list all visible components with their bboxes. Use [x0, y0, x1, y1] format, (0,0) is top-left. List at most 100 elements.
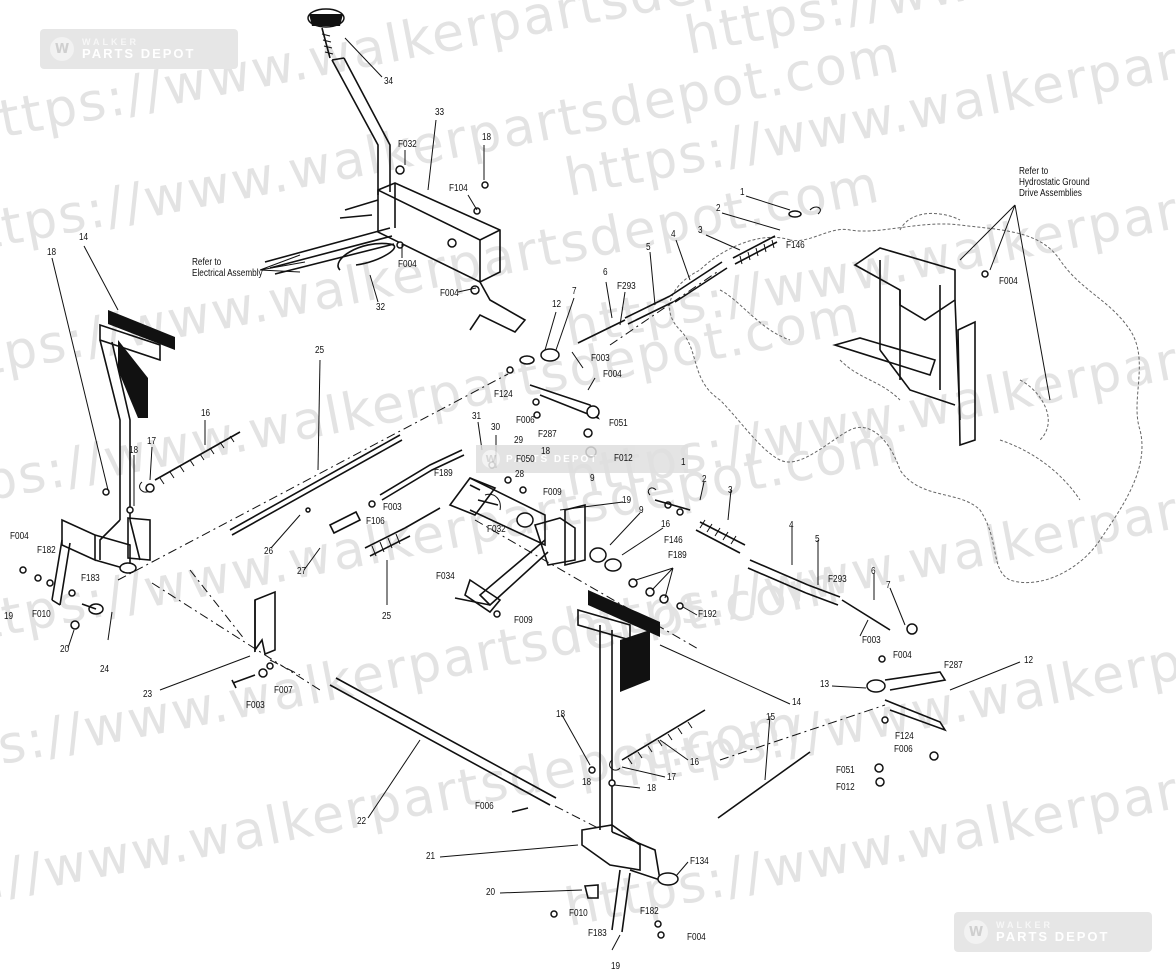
part-callout: F124 — [895, 731, 914, 742]
part-callout: 7 — [572, 286, 577, 297]
part-callout: F287 — [538, 429, 557, 440]
part-callout: F293 — [828, 574, 847, 585]
part-callout: 25 — [315, 345, 325, 356]
part-callout: 4 — [671, 229, 676, 240]
part-callout: 12 — [552, 299, 562, 310]
part-callout: 4 — [789, 520, 794, 531]
part-callout: F004 — [603, 369, 622, 380]
part-callout: 14 — [79, 232, 89, 243]
right-pedal — [577, 590, 679, 933]
badge-name: PARTS DEPOT — [996, 929, 1110, 944]
part-callout: F003 — [246, 700, 265, 711]
part-callout: 27 — [297, 566, 307, 577]
part-callout: F183 — [588, 928, 607, 939]
part-callout: F050 — [516, 454, 535, 465]
part-callout: 25 — [382, 611, 392, 622]
part-callout: 24 — [100, 664, 110, 675]
part-callout: 33 — [435, 107, 445, 118]
badge-name: PARTS DEPOT — [506, 453, 599, 465]
part-callout: 3 — [728, 485, 733, 496]
part-callout: F106 — [366, 516, 385, 527]
part-callout: F124 — [494, 389, 513, 400]
note-electrical-assembly: Refer to Electrical Assembly — [192, 257, 263, 279]
part-callout: F003 — [862, 635, 881, 646]
part-callout: 17 — [147, 436, 157, 447]
left-rods — [154, 431, 811, 819]
walker-logo-icon: W — [482, 450, 500, 468]
part-callout: F293 — [617, 281, 636, 292]
part-callout: F009 — [514, 615, 533, 626]
part-callout: 3 — [698, 225, 703, 236]
part-callout: 32 — [376, 302, 386, 313]
part-callout: F006 — [475, 801, 494, 812]
part-callout: 5 — [815, 534, 820, 545]
part-callout: F004 — [440, 288, 459, 299]
part-callout: 29 — [514, 435, 524, 446]
part-callout: 26 — [264, 546, 274, 557]
part-callout: F146 — [786, 240, 805, 251]
part-callout: F192 — [698, 609, 717, 620]
badge-brand: WALKER — [82, 37, 139, 47]
hardware — [19, 165, 989, 939]
part-callout: 20 — [486, 887, 496, 898]
part-callout: 16 — [201, 408, 211, 419]
part-callout: F183 — [81, 573, 100, 584]
part-callout: F006 — [894, 744, 913, 755]
part-callout: F003 — [383, 502, 402, 513]
part-callout: 18 — [556, 709, 566, 720]
part-callout: 6 — [871, 566, 876, 577]
part-callout: 23 — [143, 689, 153, 700]
part-callout: 19 — [622, 495, 632, 506]
center-pivot — [448, 477, 622, 614]
part-callout: F004 — [398, 259, 417, 270]
lever-33-34 — [264, 8, 527, 333]
part-callout: F189 — [668, 550, 687, 561]
part-callout: F004 — [893, 650, 912, 661]
part-callout: F051 — [836, 765, 855, 776]
walker-logo-icon: W — [964, 920, 988, 944]
part-callout: 20 — [60, 644, 70, 655]
part-callout: 7 — [886, 580, 891, 591]
part-callout: 18 — [482, 132, 492, 143]
part-callout: F004 — [687, 932, 706, 943]
part-callout: 19 — [611, 961, 621, 972]
hydro-drive-ghost — [669, 212, 1143, 584]
part-callout: F182 — [640, 906, 659, 917]
part-callout: 18 — [47, 247, 57, 258]
part-callout: 31 — [472, 411, 482, 422]
part-callout: 16 — [690, 757, 700, 768]
left-pedal — [51, 310, 175, 615]
note-hydrostatic-drive: Refer to Hydrostatic Ground Drive Assemb… — [1019, 166, 1090, 199]
part-callout: 1 — [740, 187, 745, 198]
badge-brand: WALKER — [996, 920, 1053, 930]
part-callout: 12 — [1024, 655, 1034, 666]
part-callout: 18 — [647, 783, 657, 794]
part-callout: 18 — [541, 446, 551, 457]
part-callout: F287 — [944, 660, 963, 671]
part-callout: F104 — [449, 183, 468, 194]
part-callout: F034 — [436, 571, 455, 582]
part-callout: 19 — [4, 611, 14, 622]
part-callout: 14 — [792, 697, 802, 708]
part-callout: F032 — [398, 139, 417, 150]
watermark-badge-small: W PARTS DEPOT — [476, 445, 688, 473]
watermark-badge: W WALKER PARTS DEPOT — [40, 29, 238, 69]
part-callout: 13 — [820, 679, 830, 690]
badge-name: PARTS DEPOT — [82, 46, 196, 61]
hydro-bracket — [832, 247, 976, 447]
part-callout: F182 — [37, 545, 56, 556]
upper-rods — [577, 206, 947, 732]
part-callout: 22 — [357, 816, 367, 827]
part-callout: 1 — [681, 457, 686, 468]
part-callout: F032 — [487, 524, 506, 535]
part-callout: F003 — [591, 353, 610, 364]
part-callout: F146 — [664, 535, 683, 546]
part-callout: 34 — [384, 76, 394, 87]
part-callout: 18 — [129, 445, 139, 456]
centerlines — [117, 269, 886, 829]
part-callout: F010 — [569, 908, 588, 919]
walker-logo-icon: W — [50, 37, 74, 61]
part-callout: 6 — [603, 267, 608, 278]
